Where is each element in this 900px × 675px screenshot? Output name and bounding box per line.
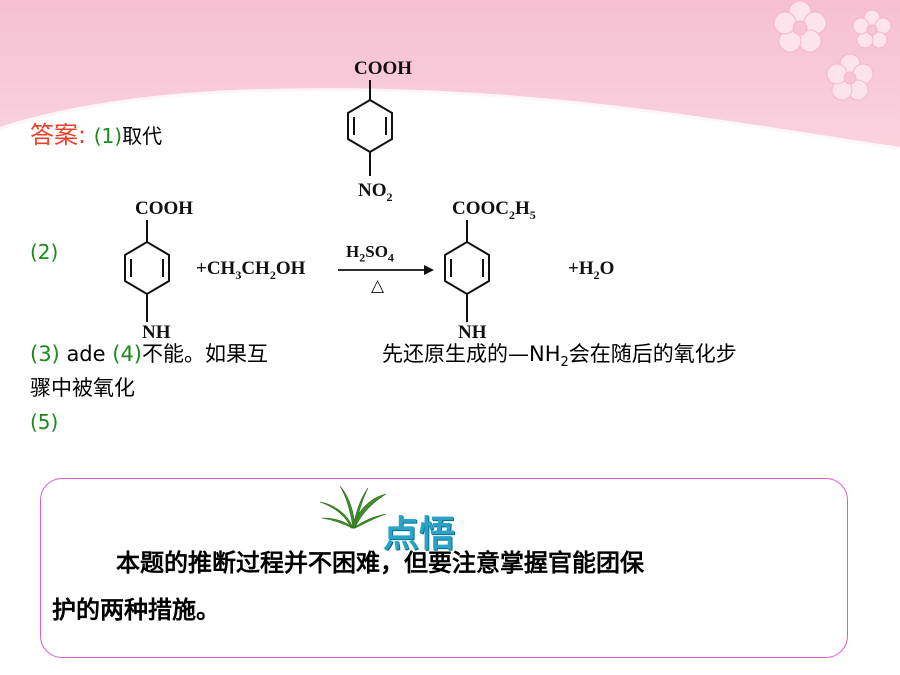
answer-line-4-second: 骤中被氧化 bbox=[30, 376, 135, 400]
q4-text-part1: 不能。如果互 bbox=[142, 342, 268, 366]
q4-text-part2: 先还原生成的—NH bbox=[382, 342, 561, 366]
answer-colon: : bbox=[78, 121, 87, 149]
cat-so: SO bbox=[365, 242, 388, 261]
water-formula: +H2O bbox=[568, 258, 614, 283]
heat-symbol: △ bbox=[371, 276, 385, 296]
q1-number: (1) bbox=[93, 124, 123, 148]
catalyst-label: H2SO4 bbox=[346, 242, 394, 265]
ester-s2: 5 bbox=[529, 207, 536, 222]
q5-number: (5) bbox=[30, 410, 59, 434]
no2-sub: 2 bbox=[386, 189, 393, 204]
ester-g1: COOC bbox=[452, 198, 509, 219]
ethanol-p2: CH bbox=[241, 258, 270, 279]
product-benzene-ring bbox=[444, 220, 490, 322]
no2-main: NO bbox=[358, 180, 387, 201]
ethanol-p3: OH bbox=[275, 258, 306, 279]
product-ester-label: COOC2H5 bbox=[452, 198, 536, 223]
ester-s1: 2 bbox=[509, 207, 515, 222]
q3-text: ade bbox=[66, 342, 106, 366]
answer-label: 答案 bbox=[30, 121, 78, 149]
answer-line-3-4: (3) ade (4)不能。如果互 bbox=[30, 338, 268, 368]
reactant-benzene-ring bbox=[124, 220, 170, 322]
ethanol-p1: +CH bbox=[196, 258, 236, 279]
reactant-nh2-label: NH bbox=[142, 322, 171, 343]
ethanol-s1: 3 bbox=[235, 267, 242, 282]
water-p2: O bbox=[599, 258, 615, 279]
tip-box bbox=[40, 478, 848, 658]
ethanol-formula: +CH3CH2OH bbox=[196, 258, 305, 283]
water-p1: +H bbox=[568, 258, 594, 279]
top-cooh-label: COOH bbox=[354, 58, 413, 79]
reactant-cooh-label: COOH bbox=[135, 198, 194, 219]
tip-title: 点悟 bbox=[383, 514, 456, 555]
top-benzene-ring bbox=[347, 80, 393, 176]
q4-text-part3: 会在随后的氧化步 bbox=[568, 342, 737, 366]
arrow-icon bbox=[338, 265, 434, 275]
q3-number: (3) bbox=[30, 342, 60, 366]
q2-number: (2) bbox=[30, 240, 59, 264]
cat-s1: 2 bbox=[359, 250, 366, 265]
ester-g2: H bbox=[515, 198, 530, 219]
plant-icon bbox=[319, 485, 387, 529]
header-decoration bbox=[0, 0, 900, 153]
product-nh2-label: NH bbox=[458, 322, 487, 343]
q4-sub: 2 bbox=[560, 355, 569, 371]
water-s1: 2 bbox=[593, 267, 600, 282]
top-no2-label: NO2 bbox=[358, 180, 393, 205]
answer-line-1: 答案: (1)取代 bbox=[30, 115, 162, 150]
q1-text: 取代 bbox=[122, 124, 163, 148]
ethanol-s2: 2 bbox=[269, 267, 276, 282]
cat-h: H bbox=[346, 242, 360, 261]
q4-number: (4) bbox=[112, 342, 142, 366]
answer-line-4-cont: 先还原生成的—NH2会在随后的氧化步 bbox=[382, 338, 737, 370]
tip-line-1: 本题的推断过程并不困难，但要注意掌握官能团保 bbox=[116, 548, 644, 577]
tip-line-2: 护的两种措施。 bbox=[52, 595, 220, 624]
cat-s2: 4 bbox=[387, 250, 394, 265]
